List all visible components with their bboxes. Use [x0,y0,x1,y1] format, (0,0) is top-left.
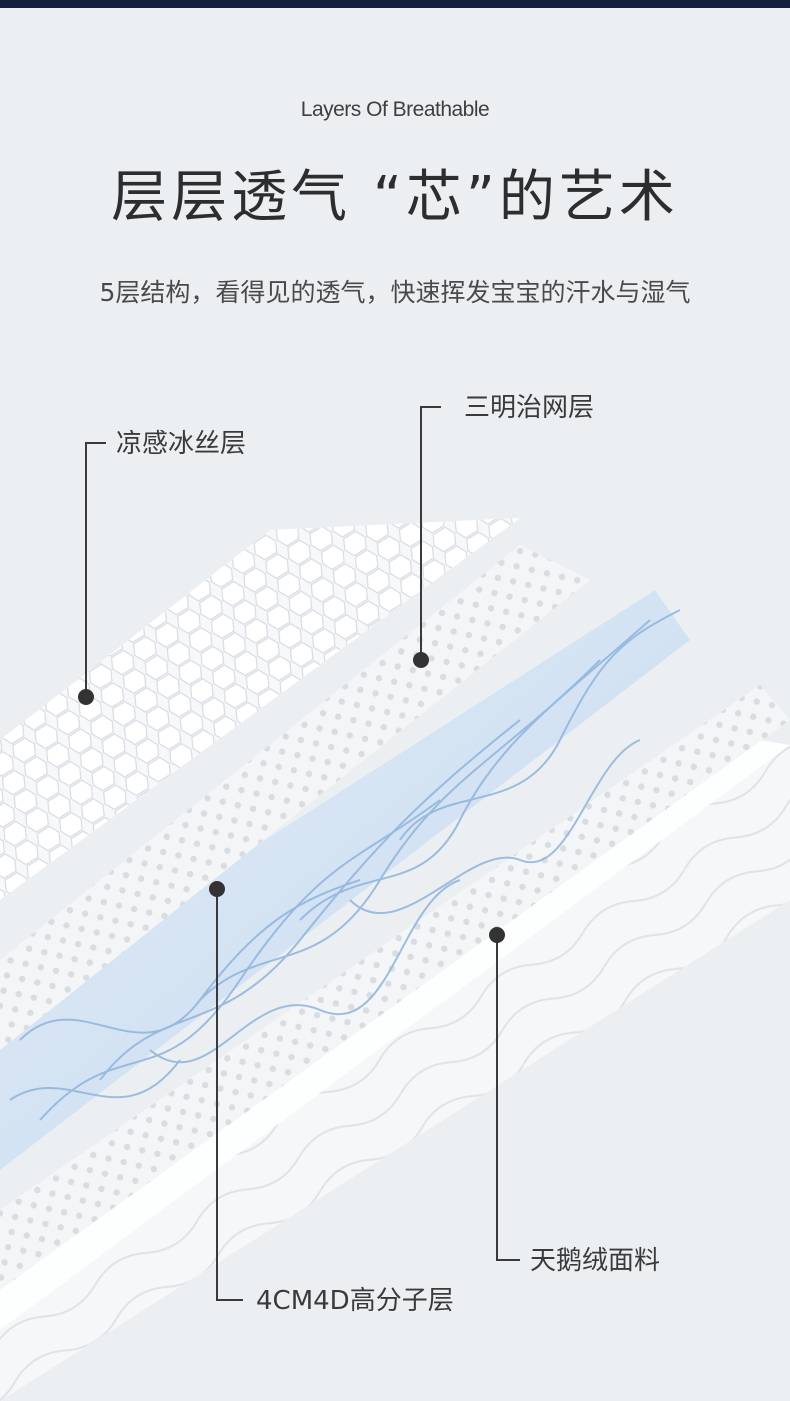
label-sandwich-mesh-layer: 三明治网层 [464,393,595,423]
label-polymer-layer: 4CM4D高分子层 [256,1286,454,1316]
dotted-layer-upper [0,545,590,1050]
dotted-layer-lower [0,685,790,1290]
label-cooling-layer: 凉感冰丝层 [116,429,247,459]
leader-lines [85,406,520,1301]
callout-dot-4 [489,927,505,943]
velvet-layer [0,745,790,1401]
label-velvet-fabric: 天鹅绒面料 [530,1246,661,1276]
top-bar [0,0,790,8]
description: 5层结构，看得见的透气，快速挥发宝宝的汗水与湿气 [99,278,691,307]
page-title: 层层透气 “芯”的艺术 [111,165,679,230]
callout-dot-2 [413,652,429,668]
subtitle-english: Layers Of Breathable [300,98,490,121]
hex-layer [0,518,520,900]
fiber-strands [9,609,681,1121]
callout-dot-1 [78,689,94,705]
callout-dot-3 [209,881,225,897]
